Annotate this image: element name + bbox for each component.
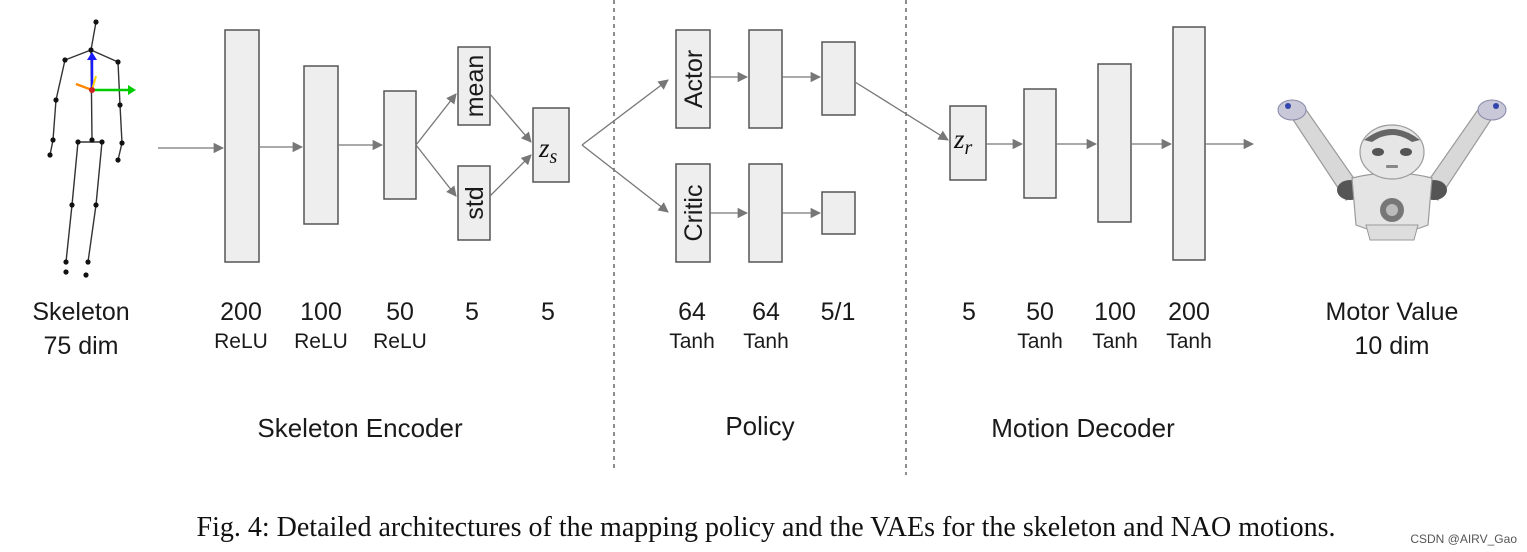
arrow-zs-to-critic [581, 144, 669, 213]
actor-output-box [821, 41, 856, 116]
mean-label: mean [461, 55, 489, 118]
encoder-layer-100 [303, 65, 339, 225]
arrow-enc50-to-mean [415, 93, 457, 146]
actor-hidden-box [748, 29, 783, 129]
actor-box [675, 29, 711, 129]
critic-output-box [821, 191, 856, 235]
critic-label: Critic [680, 185, 708, 242]
output-label: Motor Value [1326, 298, 1459, 326]
enc-size-meanstd: 5 [465, 298, 479, 326]
enc-size-50: 50 [386, 298, 414, 326]
coordinate-axes-icon [75, 52, 136, 95]
dec-size-200: 200 [1168, 298, 1210, 326]
decoder-title: Motion Decoder [991, 413, 1175, 443]
dec-act-50: Tanh [1017, 330, 1063, 353]
enc-size-zs: 5 [541, 298, 555, 326]
latent-zs-label: zs [538, 133, 558, 168]
latent-zs-subscript: s [550, 146, 558, 168]
dec-size-100: 100 [1094, 298, 1136, 326]
policy-size-out: 5/1 [821, 298, 856, 326]
latent-zs-symbol: z [538, 133, 550, 163]
arrow-std-to-zs [489, 154, 532, 197]
policy-act-64b: Tanh [743, 330, 789, 353]
arrow-mean-to-zs [489, 93, 532, 143]
latent-zs-box [532, 107, 570, 183]
enc-size-100: 100 [300, 298, 342, 326]
enc-act-50: ReLU [373, 330, 427, 353]
decoder-layer-50 [1023, 88, 1057, 199]
mean-box [457, 46, 491, 126]
enc-act-200: ReLU [214, 330, 268, 353]
enc-act-100: ReLU [294, 330, 348, 353]
input-dim: 75 dim [43, 332, 118, 360]
arrow-zs-to-actor [581, 79, 669, 146]
dec-size-zr: 5 [962, 298, 976, 326]
latent-zr-label: zr [953, 124, 973, 159]
encoder-layer-200 [224, 29, 260, 263]
arrow-actor-to-zr [854, 81, 949, 141]
policy-title: Policy [725, 411, 794, 441]
latent-zr-subscript: r [965, 137, 973, 159]
encoder-layer-50 [383, 90, 417, 200]
watermark: CSDN @AIRV_Gao [1410, 532, 1517, 546]
std-box [457, 165, 491, 241]
latent-zr-box [949, 105, 987, 181]
decoder-layer-100 [1097, 63, 1132, 223]
policy-size-64a: 64 [678, 298, 706, 326]
encoder-title: Skeleton Encoder [257, 413, 463, 443]
actor-label: Actor [680, 50, 708, 108]
skeleton-figure [47, 19, 136, 278]
dec-act-200: Tanh [1166, 330, 1212, 353]
enc-size-200: 200 [220, 298, 262, 326]
policy-act-64a: Tanh [669, 330, 715, 353]
nao-robot-illustration [1277, 99, 1507, 241]
input-label: Skeleton [32, 298, 129, 326]
figure-caption: Fig. 4: Detailed architectures of the ma… [197, 512, 1336, 543]
critic-box [675, 163, 711, 263]
dec-size-50: 50 [1026, 298, 1054, 326]
dec-act-100: Tanh [1092, 330, 1138, 353]
std-label: std [461, 186, 489, 219]
decoder-layer-200 [1172, 26, 1206, 261]
policy-size-64b: 64 [752, 298, 780, 326]
output-dim: 10 dim [1354, 332, 1429, 360]
arrow-enc50-to-std [415, 144, 457, 197]
latent-zr-symbol: z [953, 124, 965, 154]
critic-hidden-box [748, 163, 783, 263]
